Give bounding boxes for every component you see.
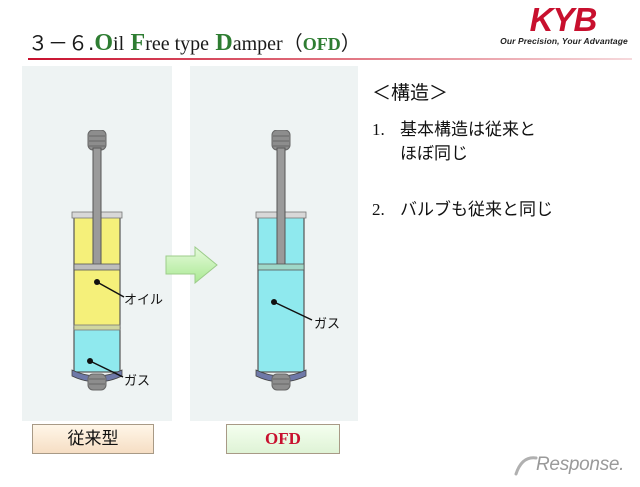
item-text: バルブも従来と同じ [400, 200, 553, 220]
title-word2-rest: ree type [145, 33, 210, 55]
response-watermark: Response. [536, 454, 625, 475]
title-word3-rest: amper [232, 33, 283, 55]
upper-mount [271, 130, 291, 151]
gas-chamber [73, 327, 121, 373]
title-prefix: ３－６. [28, 31, 95, 55]
piston [257, 263, 305, 271]
kyb-logo: KYB Our Precision, Your Advantage [496, 2, 632, 54]
header-rule [28, 58, 632, 60]
free-piston [73, 324, 121, 331]
item-text: 基本構造は従来と ほぼ同じ [400, 120, 536, 164]
title-word1-cap: O [94, 30, 114, 56]
structure-item-2: 2. バルブも従来と同じ [372, 198, 632, 224]
logo-slogan: Our Precision, Your Advantage [500, 36, 628, 46]
piston-rod [92, 147, 102, 267]
kyb-logo-mark: KYB [530, 2, 598, 36]
title-paren-open: （ [282, 31, 303, 55]
lower-mount [271, 373, 291, 391]
title-word3-cap: D [215, 30, 233, 56]
oil-label: オイル [124, 293, 164, 308]
title-acronym: OFD [302, 34, 341, 54]
item-number: 2. [372, 200, 385, 219]
piston-rod [276, 147, 286, 267]
oil-pointer-dot [94, 279, 100, 285]
conventional-caption: 従来型 [32, 424, 154, 454]
item-number: 1. [372, 120, 385, 139]
structure-heading: ＜構造＞ [372, 82, 449, 104]
lower-mount [87, 373, 107, 391]
logo-text: KYB [530, 2, 597, 36]
gas-label-ofd: ガス [314, 317, 341, 332]
gas-pointer-dot [271, 299, 277, 305]
upper-mount [87, 130, 107, 151]
conventional-damper-diagram [71, 130, 123, 391]
title-word1-rest: il [113, 33, 125, 55]
response-watermark-icon [514, 456, 538, 476]
piston [73, 263, 121, 271]
structure-item-1: 1. 基本構造は従来と ほぼ同じ [372, 118, 632, 168]
ofd-damper-diagram [255, 130, 307, 391]
slide-title: ３－６.Oil Free type Damper（OFD） [28, 27, 361, 56]
title-paren-close: ） [340, 31, 361, 55]
ofd-caption: OFD [226, 424, 340, 454]
right-arrow-icon [165, 246, 218, 284]
gas-pointer-dot [87, 358, 93, 364]
gas-label-conventional: ガス [124, 374, 151, 389]
title-word2-cap: F [130, 30, 146, 56]
